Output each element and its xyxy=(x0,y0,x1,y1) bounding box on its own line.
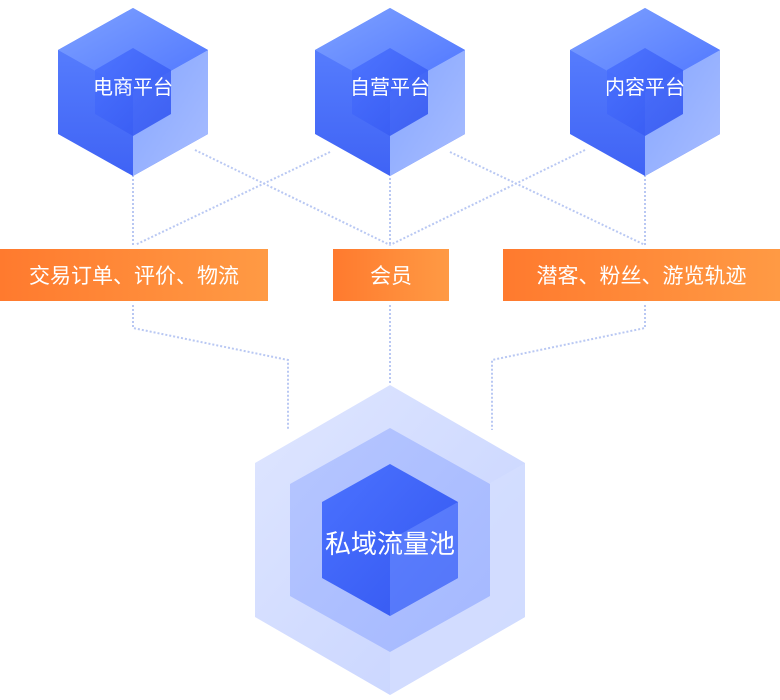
data-label: 会员 xyxy=(333,249,449,301)
connector-lines xyxy=(132,149,646,430)
connector-line xyxy=(134,151,331,246)
pool-label: 私域流量池 xyxy=(324,529,455,560)
connector-line xyxy=(194,149,391,246)
pool-cube xyxy=(255,385,525,695)
data-label: 交易订单、评价、物流 xyxy=(0,249,268,301)
data-label: 潜客、粉丝、游览轨迹 xyxy=(503,249,780,301)
connector-line xyxy=(389,149,586,246)
platform-cube xyxy=(58,8,208,176)
platform-label: 内容平台 xyxy=(605,74,685,99)
connector-line xyxy=(491,305,646,430)
connector-line xyxy=(449,151,646,246)
connector-line xyxy=(132,305,289,430)
platform-cube xyxy=(570,8,720,176)
platform-label: 电商平台 xyxy=(93,74,173,99)
platform-cube xyxy=(315,8,465,176)
platform-label: 自营平台 xyxy=(350,74,430,99)
